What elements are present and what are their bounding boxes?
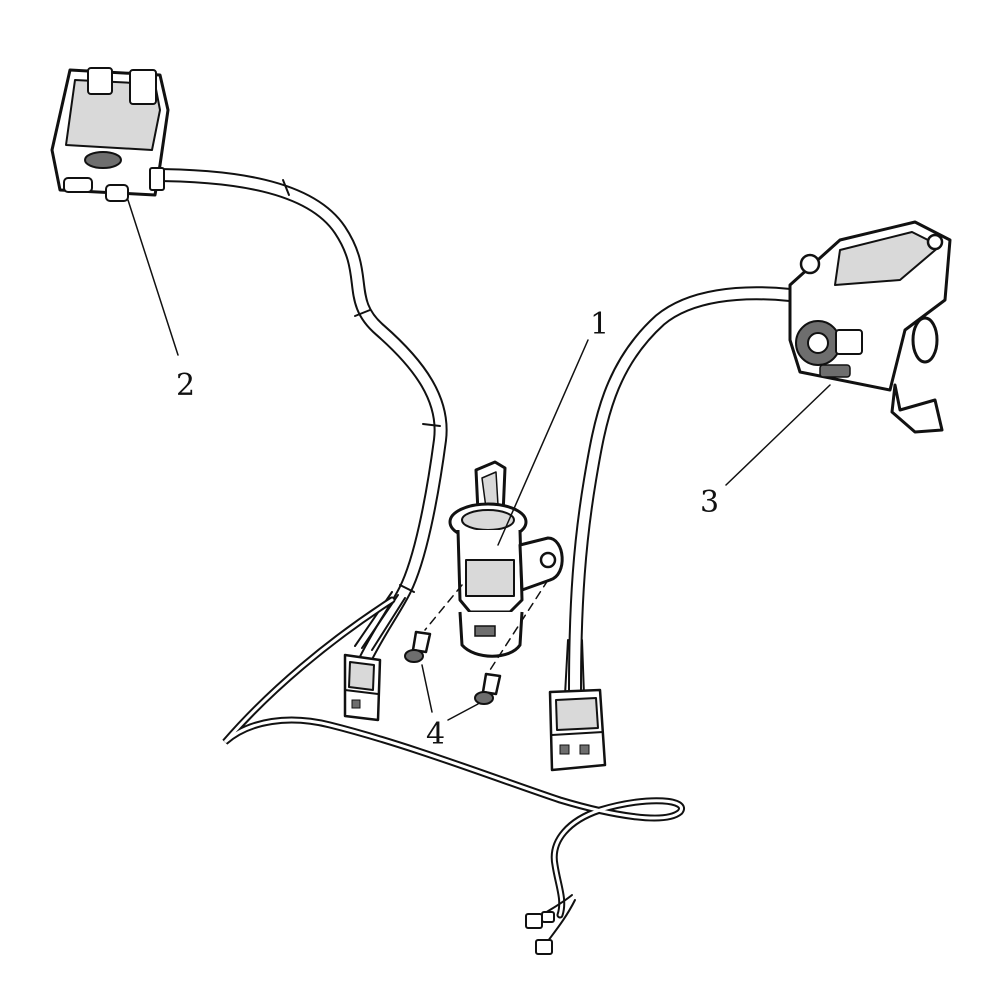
switch-button (129, 69, 157, 105)
throttle-lever (890, 383, 944, 434)
leader-line-1 (497, 339, 589, 546)
switch-toggle (84, 151, 122, 169)
right-throttle-housing (788, 220, 952, 434)
leader-line-3 (725, 384, 831, 486)
switch-button (835, 329, 863, 355)
mounting-screws (404, 630, 502, 705)
leader-line-4b (447, 703, 479, 721)
switch-button (63, 177, 93, 193)
right-switch-cable (564, 286, 797, 697)
callout-4: 4 (426, 717, 445, 752)
screw (474, 672, 502, 705)
callout-2: 2 (176, 368, 195, 403)
callout-1: 1 (590, 307, 609, 342)
callout-3: 3 (700, 485, 719, 520)
leader-line-2 (127, 199, 179, 356)
right-harness-connector (548, 688, 607, 772)
switch-button (87, 67, 113, 95)
ignition-switch (424, 460, 564, 671)
terminal-lug (541, 911, 555, 923)
left-harness-connector (343, 653, 382, 722)
terminal-lug (535, 939, 553, 955)
leader-lines (127, 199, 831, 721)
leader-line-4a (421, 664, 433, 713)
switch-button (105, 184, 129, 202)
screw (404, 630, 432, 663)
left-handlebar-switch (50, 67, 170, 202)
main-wiring-harness (143, 168, 686, 955)
terminal-lug (525, 913, 543, 929)
